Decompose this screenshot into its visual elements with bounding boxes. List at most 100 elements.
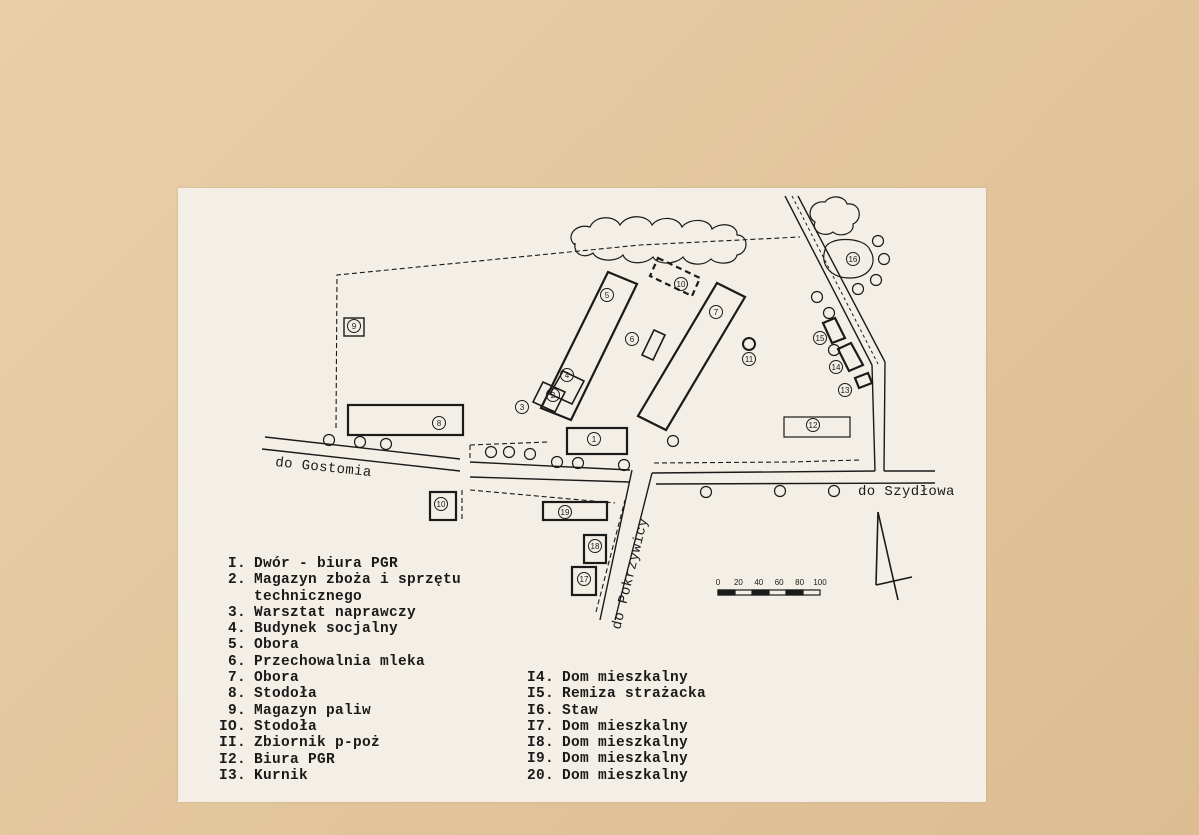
legend-entry: I7.Dom mieszkalny (518, 719, 706, 735)
legend-entry-number: I7. (526, 718, 554, 735)
building-19 (541, 500, 609, 522)
building-number-3: 3 (520, 403, 525, 412)
legend-entry-number: 7. (227, 670, 246, 687)
building-number-circle (813, 331, 827, 345)
building-number-circle (742, 352, 756, 366)
building-number-11: 11 (745, 355, 754, 364)
legend-entry: IO. Stodoła (210, 719, 461, 735)
building-18 (582, 533, 608, 565)
building-number-15: 15 (816, 334, 825, 343)
scale-tick-label: 20 (734, 578, 743, 587)
building-number-circle (625, 332, 639, 346)
legend-entry-text: Dom mieszkalny (562, 751, 689, 768)
legend-entry-number: I4. (526, 670, 554, 686)
road-szydlowa (651, 470, 936, 485)
scale-tick-label: 80 (795, 578, 804, 587)
tree-belt (322, 196, 891, 499)
legend-entry: I3.Kurnik (210, 768, 461, 784)
legend-entry-text: Biura PGR (254, 751, 336, 768)
legend-entry: technicznego (210, 589, 461, 605)
legend-entry: 2. Magazyn zboża i sprzętu (210, 572, 461, 588)
legend-entry-number: II. (218, 735, 246, 752)
building-15 (821, 316, 847, 345)
building-7 (636, 281, 747, 432)
legend-entry-text: Kurnik (254, 767, 309, 784)
legend-entry-text: Remiza strażacka (562, 686, 707, 703)
building-number-1: 1 (592, 435, 597, 444)
building-number-circle (515, 400, 529, 414)
building-8 (346, 403, 465, 437)
legend-entry-number: 20. (526, 767, 554, 784)
building-number-circle (434, 497, 448, 511)
scale-tick-label: 40 (754, 578, 763, 587)
building-number-circle (587, 432, 601, 446)
scale-bar (717, 589, 821, 596)
legend-entry-text: Magazyn paliw (254, 702, 372, 719)
building-10-west (428, 490, 458, 522)
building-number-circle (709, 305, 723, 319)
legend-entry-text: Stodoła (254, 718, 318, 735)
legend-entry-number: 4. (227, 621, 246, 638)
building-number-4: 4 (565, 371, 570, 380)
legend-entry-number: 5. (227, 637, 246, 654)
legend-entry-text: Przechowalnia mleka (254, 653, 426, 670)
building-number-circle (674, 277, 688, 291)
legend-entry-text: Stodoła (254, 686, 318, 703)
legend-entry-text: Staw (562, 702, 599, 719)
building-number-10b: 10 (677, 280, 686, 289)
legend-entry-text: Dom mieszkalny (562, 670, 689, 686)
building-10-north (648, 256, 702, 298)
legend-entry-number: 9. (227, 702, 246, 719)
building-number-circle (577, 572, 591, 586)
building-number-circle (347, 319, 361, 333)
legend-entry-text: Magazyn zboża i sprzętu (254, 572, 462, 589)
legend-entry-number (210, 589, 246, 605)
legend-entry-number: 6. (227, 653, 246, 670)
legend-entry-number: I. (227, 556, 246, 572)
legend-entry: 3. Warsztat naprawczy (210, 605, 461, 621)
label-to-szydlowa: do Szydłowa (858, 484, 955, 500)
building-number-2: 2 (551, 391, 556, 400)
scale-tick-label: 0 (716, 578, 721, 587)
legend-entry: 8.Stodoła (210, 686, 461, 702)
building-number-19: 19 (561, 508, 570, 517)
legend-entry-number: 2. (227, 572, 246, 589)
building-number-circle (432, 416, 446, 430)
building-number-5: 5 (605, 291, 610, 300)
legend-entry: I4. Dom mieszkalny (518, 670, 706, 686)
building-17 (570, 565, 598, 597)
road-pokrzywicy (599, 469, 653, 621)
legend-entry-number: IO. (218, 718, 246, 735)
legend-entry-text: Warsztat naprawczy (254, 604, 417, 621)
legend-entry: I. Dwór - biura PGR (210, 556, 461, 572)
building-number-circle (588, 539, 602, 553)
legend-entry: 5. Obora (210, 637, 461, 653)
building-number-circle (560, 368, 574, 382)
legend-entry: I9.Dom mieszkalny (518, 751, 706, 767)
building-14 (836, 341, 865, 373)
legend-entry: II. Zbiornik p-poż (210, 735, 461, 751)
building-5 (539, 270, 639, 422)
building-number-13: 13 (841, 386, 850, 395)
legend-left: I. Dwór - biura PGR 2. Magazyn zboża i sprz… (210, 556, 461, 784)
legend-entry-text: Dom mieszkalny (562, 767, 689, 784)
fire-reservoir-11 (742, 337, 756, 351)
legend-entry: 20. Dom mieszkalny (518, 768, 706, 784)
legend-entry: I8.Dom mieszkalny (518, 735, 706, 751)
building-13 (853, 371, 874, 390)
legend-entry-text: Obora (254, 637, 300, 654)
legend-entry-text: technicznego (254, 588, 363, 605)
legend-entry-text: Zbiornik p-poż (254, 735, 381, 752)
legend-entry-text: Dwór - biura PGR (254, 556, 399, 572)
scale-tick-label: 60 (775, 578, 784, 587)
building-6 (640, 328, 667, 362)
building-1 (565, 426, 629, 456)
estate-fence (335, 236, 861, 613)
legend-entry: 9. Magazyn paliw (210, 703, 461, 719)
legend-entry: I5.Remiza strażacka (518, 686, 706, 702)
building-12 (783, 416, 851, 438)
legend-entry-number: 3. (227, 604, 246, 621)
legend-entry-number: I8. (526, 735, 554, 752)
